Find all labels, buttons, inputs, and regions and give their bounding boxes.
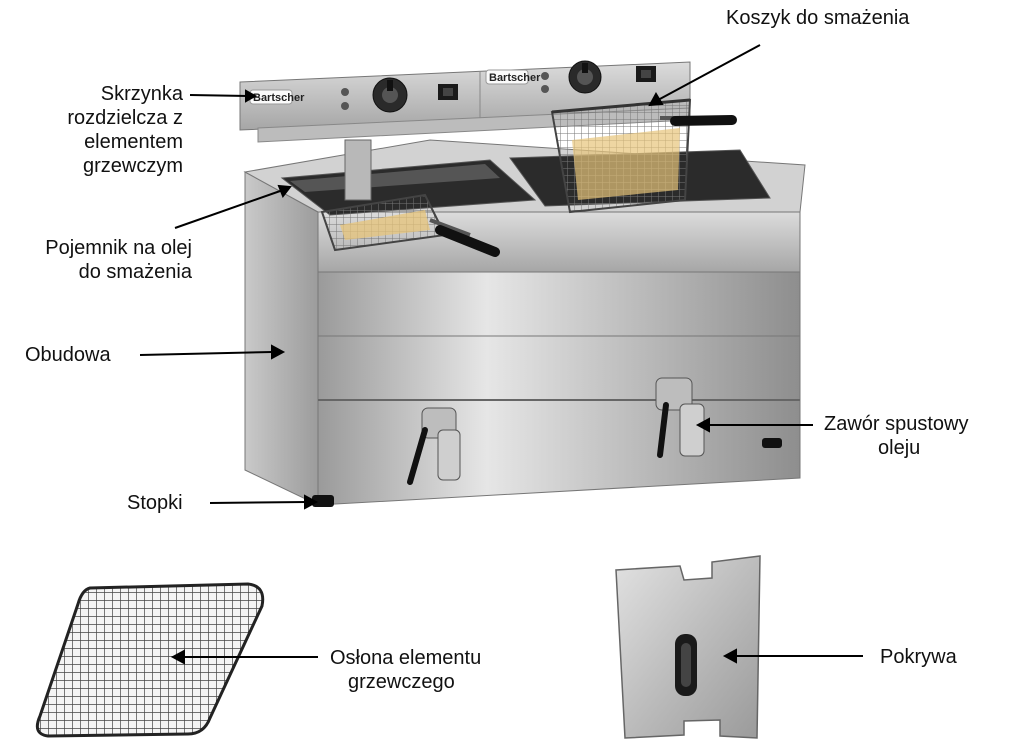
fryer: Bartscher Bartscher — [239, 60, 806, 507]
housing-side-panel — [244, 171, 319, 506]
callout-frying-basket — [657, 44, 761, 101]
brand-logo-left: Bartscher — [253, 92, 305, 104]
arrow-head — [722, 648, 737, 664]
frying-basket-left — [320, 193, 500, 257]
indicator-light — [541, 85, 549, 93]
indicator-light — [541, 72, 549, 80]
label-element-guard: Osłona elementu grzewczego — [330, 646, 481, 694]
arrow-head — [304, 494, 319, 510]
arrow-head — [271, 344, 286, 360]
label-control-box: Skrzynka rozdzielcza z elementem grzewcz… — [67, 82, 183, 178]
heating-element-riser — [344, 139, 372, 201]
housing-front-upper — [317, 271, 801, 337]
label-line: Pojemnik na olej — [45, 237, 192, 259]
thermostat-knob-left — [372, 77, 408, 113]
label-line: grzewczego — [348, 671, 455, 693]
arrow-head — [695, 417, 710, 433]
housing-drawer — [317, 335, 801, 401]
label-line: oleju — [878, 437, 921, 459]
label-line: Osłona elementu — [330, 647, 482, 669]
arrow-head — [648, 91, 664, 107]
label-lid: Pokrywa — [880, 646, 957, 668]
callout-housing — [139, 351, 273, 356]
brand-logo-right: Bartscher — [489, 72, 541, 84]
callout-lines — [139, 44, 863, 665]
indicator-light — [341, 102, 349, 110]
brand-plate-right — [485, 69, 529, 85]
foot-front-right — [762, 438, 782, 448]
thermostat-knob-right — [568, 60, 602, 94]
drain-valve-left — [407, 407, 461, 485]
arrow-head — [245, 89, 258, 103]
foot-front-left — [312, 495, 334, 507]
drain-valve-right — [655, 377, 705, 458]
heating-element-guard — [35, 582, 265, 738]
indicator-light — [341, 88, 349, 96]
label-line: grzewczym — [82, 155, 183, 177]
label-oil-container: Pojemnik na olej do smażenia — [45, 236, 192, 284]
label-frying-basket: Koszyk do smażenia — [726, 7, 910, 29]
label-line: Zawór spustowy — [824, 413, 969, 435]
label-line: elementem — [84, 131, 183, 153]
label-drain-valve: Zawór spustowy oleju — [824, 412, 969, 460]
arrow-head — [277, 184, 292, 198]
callout-control-box — [189, 94, 249, 97]
label-line: rozdzielcza z — [67, 107, 183, 129]
label-housing: Obudowa — [25, 344, 111, 366]
fryer-lid — [615, 555, 761, 739]
callout-oil-container — [174, 189, 284, 229]
label-line: Skrzynka — [100, 83, 183, 105]
label-feet: Stopki — [127, 492, 183, 514]
arrow-head — [170, 649, 185, 665]
housing-lower-band — [317, 399, 801, 506]
label-line: do smażenia — [78, 261, 192, 283]
callout-feet — [209, 501, 308, 504]
frying-basket-right — [550, 98, 737, 214]
